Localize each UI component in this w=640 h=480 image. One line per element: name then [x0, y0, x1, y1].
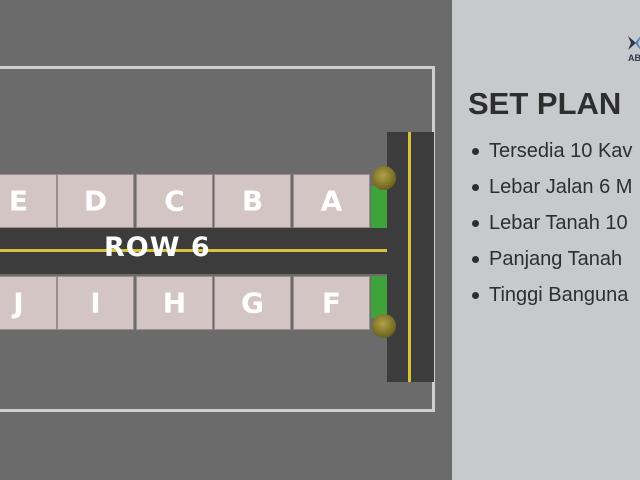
lot-h[interactable]: H — [136, 276, 213, 330]
list-item: Tinggi Banguna — [472, 280, 632, 316]
lot-label: J — [13, 286, 24, 320]
logo-mark-icon — [628, 36, 640, 50]
lot-g[interactable]: G — [214, 276, 291, 330]
access-road — [387, 132, 434, 382]
tree-icon — [372, 314, 396, 338]
bullet-icon — [472, 292, 479, 299]
bullet-icon — [472, 184, 479, 191]
lot-label: E — [8, 184, 29, 218]
lot-a[interactable]: A — [293, 174, 370, 228]
feature-list: Tersedia 10 Kav Lebar Jalan 6 M Lebar Ta… — [472, 136, 632, 316]
company-logo: AB — [628, 34, 640, 64]
row-label: ROW 6 — [104, 232, 211, 263]
tree-icon — [372, 166, 396, 190]
lot-f[interactable]: F — [293, 276, 370, 330]
lot-j[interactable]: J — [0, 276, 57, 330]
green-area-bottom — [371, 276, 387, 318]
list-item-text: Tersedia 10 Kav — [489, 140, 633, 162]
logo-text: AB — [628, 53, 640, 63]
list-item: Tersedia 10 Kav — [472, 136, 632, 172]
bullet-icon — [472, 220, 479, 227]
panel-title: SET PLAN — [468, 86, 622, 121]
list-item-text: Tinggi Banguna — [489, 284, 629, 306]
road-center-line — [0, 249, 412, 252]
lot-label: C — [164, 184, 185, 218]
lot-label: I — [90, 286, 101, 320]
list-item: Panjang Tanah — [472, 244, 632, 280]
lot-c[interactable]: C — [136, 174, 213, 228]
lot-e[interactable]: E — [0, 174, 57, 228]
list-item-text: Panjang Tanah — [489, 248, 623, 270]
list-item-text: Lebar Jalan 6 M — [489, 176, 633, 198]
lot-label: B — [241, 184, 264, 218]
bullet-icon — [472, 256, 479, 263]
green-area-top — [371, 186, 387, 228]
lot-label: D — [83, 184, 108, 218]
bullet-icon — [472, 148, 479, 155]
list-item: Lebar Jalan 6 M — [472, 172, 632, 208]
lot-label: A — [320, 184, 343, 218]
list-item-text: Lebar Tanah 10 — [489, 212, 628, 234]
lot-i[interactable]: I — [57, 276, 134, 330]
access-road-center-line — [408, 132, 411, 382]
list-item: Lebar Tanah 10 — [472, 208, 632, 244]
lot-label: F — [321, 286, 342, 320]
lot-label: H — [162, 286, 187, 320]
lot-b[interactable]: B — [214, 174, 291, 228]
lot-d[interactable]: D — [57, 174, 134, 228]
main-road — [0, 228, 412, 274]
site-plan: E D C B A J I H G F ROW 6 — [0, 66, 435, 412]
lot-label: G — [241, 286, 264, 320]
info-panel: AB SET PLAN Tersedia 10 Kav Lebar Jalan … — [452, 0, 640, 480]
